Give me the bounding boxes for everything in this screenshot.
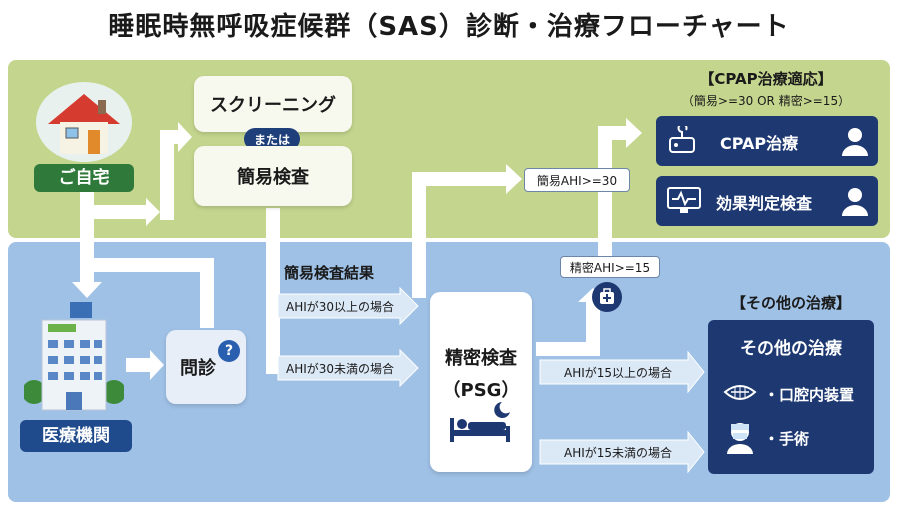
psg-ge15-label: AHIが15以上の場合 [564, 365, 673, 380]
mouthpiece-icon [722, 378, 758, 408]
hospital-label: 医療機関 [20, 420, 132, 452]
psg-lt15-label: AHIが15未満の場合 [564, 445, 673, 460]
cpap-treatment-label: CPAP治療 [720, 134, 799, 153]
other-treatment-box: その他の治療 ・口腔内装置 ・手術 [708, 320, 874, 474]
page-title: 睡眠時無呼吸症候群（SAS）診断・治療フローチャート [108, 12, 790, 42]
arrowhead-screening [178, 122, 192, 152]
psg-box: 精密検査 （PSG） [430, 292, 532, 472]
person-icon [838, 124, 872, 158]
interview-label: 問診 [180, 358, 216, 379]
result-lt30-label: AHIが30未満の場合 [286, 361, 395, 376]
simple-results-heading: 簡易検査結果 [284, 264, 375, 282]
cpap-criteria: （簡易>=30 OR 精密>=15） [681, 94, 851, 108]
simple-ahi-tag: 簡易AHI>=30 [524, 168, 630, 192]
medical-kit-icon [592, 282, 622, 312]
hospital-icon [22, 300, 126, 412]
house-icon [36, 82, 132, 162]
arrow-ge15 [539, 350, 705, 394]
person-icon [838, 184, 872, 218]
cpap-device-icon [666, 123, 698, 156]
other-heading: 【その他の治療】 [730, 294, 851, 312]
arrowhead-hospital [72, 282, 102, 298]
arrow-hospital-to-interview [126, 358, 152, 372]
arrow-lt30 [277, 348, 419, 388]
home-label: ご自宅 [34, 164, 134, 192]
result-ge30-label: AHIが30以上の場合 [286, 299, 395, 314]
monitor-icon [666, 186, 702, 216]
simple-test-box: 簡易検査 [194, 146, 352, 206]
arrow-ge30 [277, 286, 419, 326]
evaluation-box: 効果判定検査 [656, 176, 878, 226]
screening-box: スクリーニング [194, 76, 352, 132]
arrow-home-to-simple [94, 205, 146, 219]
cpap-treatment-box: CPAP治療 [656, 116, 878, 166]
arrow-lt15 [539, 430, 705, 474]
arrow-home-to-hospital [80, 192, 94, 282]
cpap-heading: 【CPAP治療適応】 [699, 70, 833, 88]
question-icon: ? [218, 340, 240, 362]
surgery-item: ・手術 [764, 430, 810, 448]
other-panel-title: その他の治療 [740, 339, 842, 359]
precise-ahi-tag: 精密AHI>=15 [560, 256, 660, 278]
screening-label: スクリーニング [210, 95, 336, 116]
simple-test-label: 簡易検査 [237, 167, 309, 188]
psg-sub: （PSG） [442, 380, 520, 401]
psg-label: 精密検査 [445, 348, 517, 369]
evaluation-label: 効果判定検査 [716, 194, 813, 213]
surgeon-icon [724, 420, 756, 454]
or-badge: または [244, 128, 300, 150]
bed-sleep-icon [446, 396, 518, 446]
oral-appliance-item: ・口腔内装置 [764, 386, 855, 404]
